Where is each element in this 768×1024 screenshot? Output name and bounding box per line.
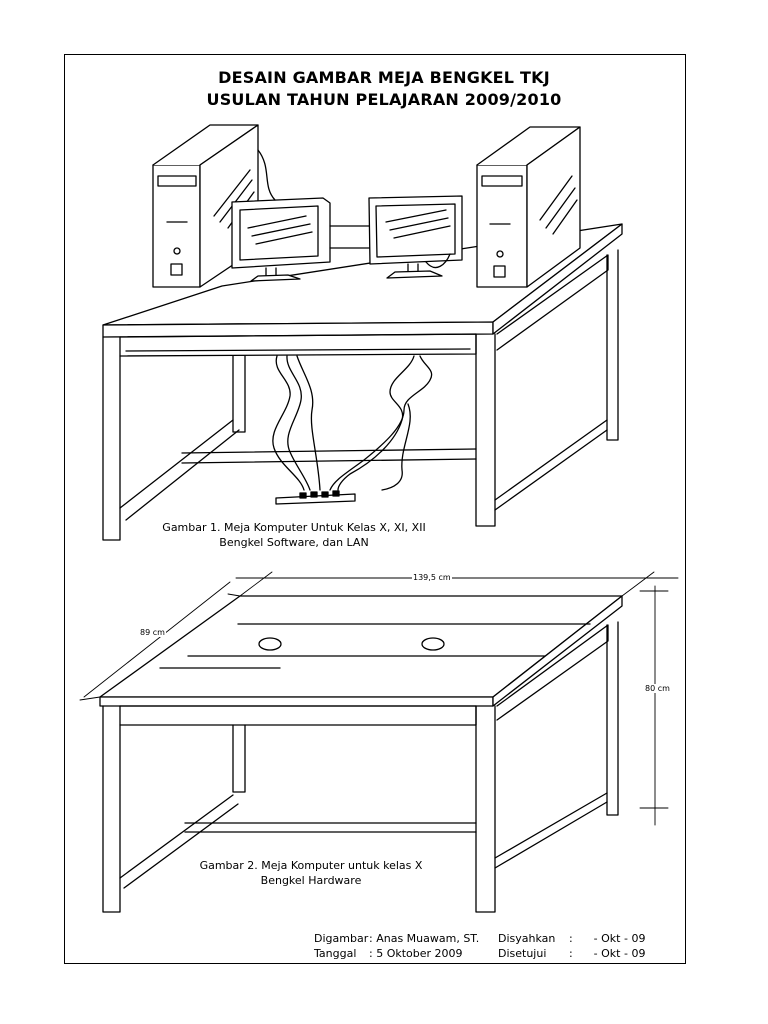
figure2-table-dimensioned (79, 571, 679, 913)
footer-agreed-label: Disetujui (498, 947, 547, 960)
footer-date-value: : 5 Oktober 2009 (369, 947, 463, 960)
figure2-caption-line2: Bengkel Hardware (260, 874, 362, 887)
figure2-caption: Gambar 2. Meja Komputer untuk kelas X Be… (185, 858, 437, 888)
dimension-width-label: 89 cm (139, 628, 166, 637)
figure1-caption-line1: Gambar 1. Meja Komputer Untuk Kelas X, X… (162, 521, 426, 534)
dimension-length-label: 139,5 cm (412, 573, 452, 582)
figure1-caption: Gambar 1. Meja Komputer Untuk Kelas X, X… (146, 520, 442, 550)
figure1-caption-line2: Bengkel Software, dan LAN (219, 536, 369, 549)
figure2-caption-line1: Gambar 2. Meja Komputer untuk kelas X (199, 859, 423, 872)
dimension-height-label: 80 cm (644, 684, 671, 693)
drawing-sheet-border (64, 54, 686, 964)
drawing-title-line1: DESAIN GAMBAR MEJA BENGKEL TKJ (218, 68, 550, 87)
figure1-table-with-computers (102, 124, 623, 541)
footer-agreed-value: : - Okt - 09 (569, 947, 646, 960)
footer-drawn-by-label: Digambar (314, 932, 369, 945)
footer-drawn-by-value: : Anas Muawam, ST. (369, 932, 480, 945)
footer-date-label: Tanggal (314, 947, 357, 960)
drawing-title-line2: USULAN TAHUN PELAJARAN 2009/2010 (206, 90, 562, 109)
footer-approved-value: : - Okt - 09 (569, 932, 646, 945)
footer-approved-label: Disyahkan (498, 932, 556, 945)
